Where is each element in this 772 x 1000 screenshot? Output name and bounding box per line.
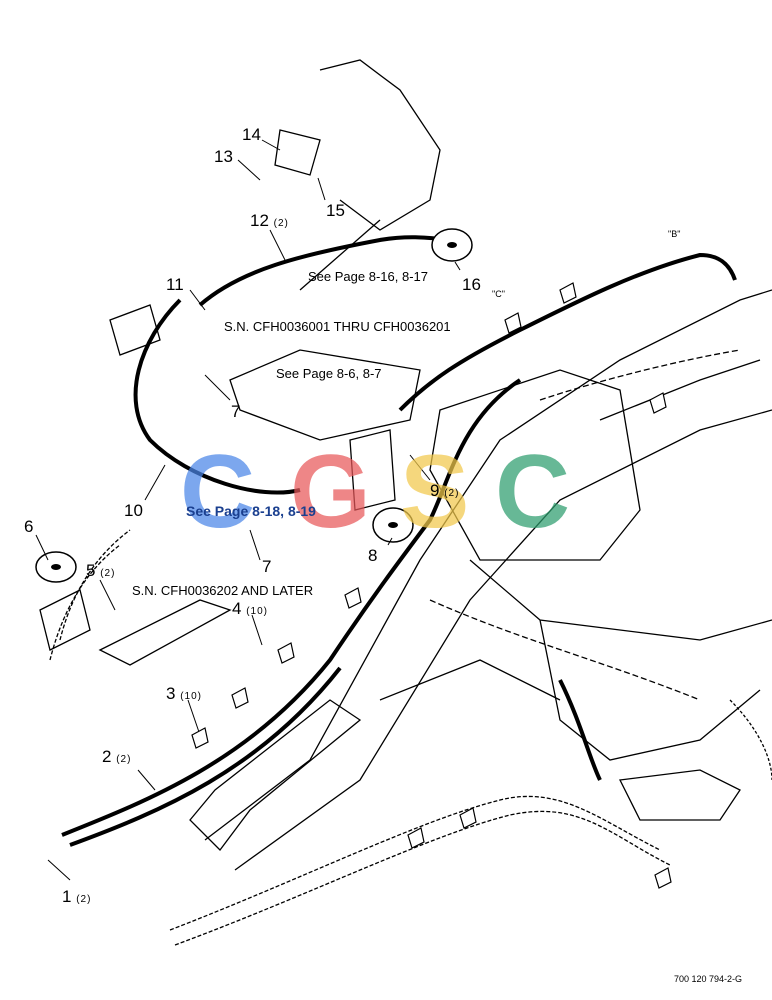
- callout-3: 3 (10): [166, 684, 202, 703]
- clamp: [504, 312, 522, 334]
- callout-9: 9 (2): [430, 481, 460, 500]
- frame-hose-dashed-2: [429, 599, 701, 701]
- frame-hose-dashed: [539, 349, 741, 401]
- callout-10: 10: [124, 501, 143, 520]
- frame-outline: [204, 289, 772, 841]
- washer-8-hole: [388, 522, 398, 528]
- callout-2: 2 (2): [102, 747, 132, 766]
- note-see-page-8-16: See Page 8-16, 8-17: [308, 269, 428, 284]
- frame-inner-rail: [599, 359, 761, 421]
- callout-8: 8: [368, 546, 378, 565]
- note-see-page-8-6: See Page 8-6, 8-7: [276, 366, 382, 381]
- leader-1: [47, 859, 71, 881]
- rear-fitting-assembly: [619, 769, 741, 821]
- view-mark-b: "B": [668, 229, 681, 239]
- leader-11: [189, 289, 206, 311]
- lower-hydraulic-line: [169, 795, 661, 931]
- leader-5: [99, 579, 116, 611]
- hose-long-upper: [398, 252, 737, 412]
- side-hose-2: [49, 544, 121, 661]
- clamp: [191, 727, 209, 749]
- side-hose: [59, 529, 131, 641]
- cylinder-bracket: [229, 349, 421, 441]
- hose-2-b: [69, 666, 342, 847]
- bracket-plate: [109, 304, 161, 356]
- callout-14: 14: [242, 125, 261, 144]
- leader-14: [261, 139, 281, 151]
- leader-12: [269, 229, 286, 261]
- callout-4: 4 (10): [232, 599, 268, 618]
- leader-2: [137, 769, 156, 791]
- callout-13: 13: [214, 147, 233, 166]
- frame-tongue: [189, 699, 362, 851]
- note-serial-early: S.N. CFH0036001 THRU CFH0036201: [224, 319, 451, 334]
- leader-7b: [249, 529, 261, 561]
- leader-6: [35, 534, 49, 561]
- upper-linkage: [319, 59, 441, 231]
- lower-hydraulic-line-2: [174, 810, 671, 946]
- leader-8: [387, 537, 393, 546]
- figure-code: 700 120 794-2-G: [674, 974, 743, 984]
- hose-2-a: [61, 378, 522, 837]
- cylinder-body-8: [349, 429, 396, 511]
- callout-5: 5 (2): [86, 561, 116, 580]
- clamp: [649, 392, 667, 414]
- watermark-letter: C: [495, 434, 571, 550]
- callout-6: 6: [24, 517, 34, 536]
- frame-outline-lower: [234, 409, 772, 871]
- callout-7: 7: [231, 402, 241, 421]
- clamp: [277, 642, 295, 664]
- leader-15: [317, 177, 326, 201]
- clamp: [407, 827, 425, 849]
- frame-side-rail: [469, 559, 772, 641]
- leader-7a: [204, 374, 231, 401]
- callout-16: 16: [462, 275, 481, 294]
- frame-rear-rail: [539, 619, 761, 761]
- washer-16-hole: [447, 242, 457, 248]
- callout-15: 15: [326, 201, 345, 220]
- hose-10: [133, 298, 301, 495]
- leader-9: [409, 454, 431, 481]
- frame-crossmember: [429, 369, 641, 561]
- leader-3: [187, 699, 201, 736]
- upper-arm: [299, 219, 381, 291]
- hose-right: [558, 679, 602, 781]
- watermark-letter: G: [290, 434, 371, 550]
- leader-4: [251, 614, 263, 646]
- view-mark-c: "C": [492, 289, 505, 299]
- clamp: [654, 867, 672, 889]
- callout-1: 1 (2): [62, 887, 92, 906]
- clamp: [344, 587, 362, 609]
- hose-11: [198, 235, 451, 307]
- clamp: [459, 807, 477, 829]
- bracket-14-15: [274, 129, 321, 176]
- note-see-page-8-18: See Page 8-18, 8-19: [186, 503, 316, 519]
- leader-13: [237, 159, 261, 181]
- clamp: [559, 282, 577, 304]
- watermark-letter: S: [400, 434, 470, 550]
- right-hoses: [729, 699, 772, 781]
- callout-12: 12 (2): [250, 211, 289, 230]
- callout-7: 7: [262, 557, 272, 576]
- watermark-letter: C: [180, 434, 256, 550]
- cylinder-left: [98, 599, 232, 666]
- frame-lower-beam: [379, 659, 561, 701]
- lower-bracket-plate: [39, 589, 91, 651]
- clamp: [231, 687, 249, 709]
- leader-10: [144, 464, 166, 501]
- leader-16: [454, 261, 461, 271]
- washer-6-hole: [51, 564, 61, 570]
- note-serial-later: S.N. CFH0036202 AND LATER: [132, 583, 314, 598]
- callout-11: 11: [166, 275, 184, 294]
